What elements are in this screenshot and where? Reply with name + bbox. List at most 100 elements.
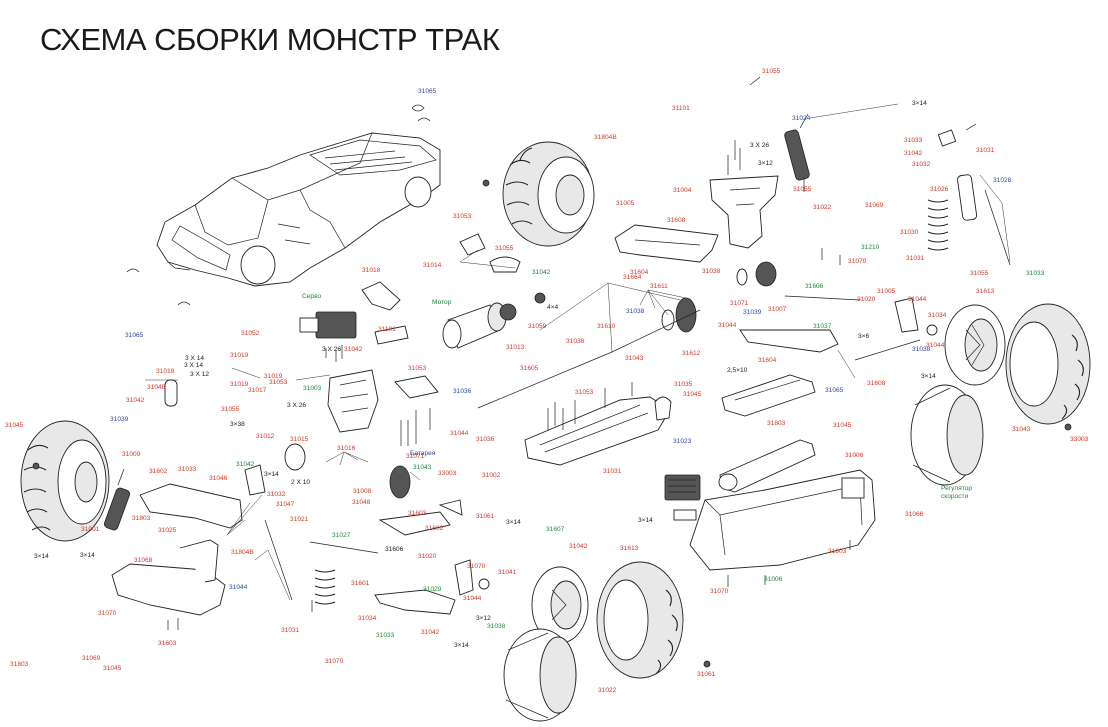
part-label: 3 X 26 <box>322 346 341 353</box>
part-label: 31045 <box>833 422 852 429</box>
part-label: 31803 <box>10 661 29 668</box>
part-label: 31803 <box>767 420 786 427</box>
part-label: 31042 <box>904 150 923 157</box>
part-label: 31016 <box>337 445 356 452</box>
body-shell-drawing <box>156 132 441 287</box>
part-label: 31026 <box>930 186 949 193</box>
part-label: 3×14 <box>34 553 49 560</box>
part-label: 3×14 <box>264 471 279 478</box>
part-label: 31055 <box>970 270 989 277</box>
part-label: 31065 <box>825 387 844 394</box>
part-label: 31055 <box>793 186 812 193</box>
part-label: 31604 <box>758 357 777 364</box>
part-label: 31023 <box>673 438 692 445</box>
center-chassis-drawing <box>524 396 672 466</box>
part-label: 31019 <box>156 368 175 375</box>
part-label: 3 X 14 <box>184 362 203 369</box>
part-label: 31031 <box>976 147 995 154</box>
part-label: 31041 <box>498 569 517 576</box>
servo-saver-drawing <box>164 281 409 407</box>
part-label: 31068 <box>134 557 153 564</box>
part-label: 31070 <box>848 258 867 265</box>
part-label: 31046 <box>209 475 228 482</box>
part-label: 31045 <box>683 391 702 398</box>
part-label: 31019 <box>230 352 249 359</box>
leader-lines <box>145 103 1011 601</box>
part-label: 31007 <box>768 306 787 313</box>
part-label: 31033 <box>178 466 197 473</box>
part-label: 31009 <box>122 451 141 458</box>
part-label: 31804B <box>231 549 254 556</box>
part-label: 31042 <box>236 461 255 468</box>
part-label: 31006 <box>845 452 864 459</box>
part-label: Батарея <box>410 450 436 457</box>
part-label: 31804B <box>594 134 617 141</box>
part-label: 31603 <box>158 640 177 647</box>
part-label: 31031 <box>603 468 622 475</box>
part-label: 31664 <box>623 274 642 281</box>
part-label: 31014 <box>423 262 442 269</box>
chassis-drawing <box>689 469 876 571</box>
diagram-title: СХЕМА СБОРКИ МОНСТР ТРАК <box>40 22 500 57</box>
right-shock-drawing <box>927 129 1011 266</box>
part-label: 31005 <box>616 200 635 207</box>
part-label: 31034 <box>358 615 377 622</box>
hub-drawing <box>244 297 938 596</box>
part-label: 31022 <box>813 204 832 211</box>
part-label: 31061 <box>697 671 716 678</box>
part-label: 31019 <box>264 373 283 380</box>
part-drawings <box>20 76 1091 722</box>
part-label: 31101 <box>672 105 690 112</box>
part-label: 31048 <box>147 384 166 391</box>
part-label: 2,5×10 <box>727 367 748 374</box>
part-label: 31611 <box>650 283 668 290</box>
part-label: 33003 <box>1070 436 1089 443</box>
part-label: 31035 <box>674 381 693 388</box>
part-label: 31059 <box>528 323 547 330</box>
part-label: 31027 <box>332 532 351 539</box>
part-label: 31044 <box>463 595 482 602</box>
part-label: 31031 <box>906 255 925 262</box>
part-label: 31803 <box>132 515 151 522</box>
part-label: 31038 <box>702 268 721 275</box>
part-label: 31018 <box>362 267 381 274</box>
part-label: 31061 <box>476 513 495 520</box>
part-label: 31025 <box>158 527 177 534</box>
tire-drawing-bottom <box>531 561 684 679</box>
front-bumper-drawing <box>111 539 226 616</box>
part-label: 3 X 14 <box>185 355 204 362</box>
part-label: 31034 <box>928 312 947 319</box>
part-label: 31042 <box>532 269 551 276</box>
screw-drawing <box>32 76 1072 668</box>
part-label: 31017 <box>248 387 267 394</box>
part-label: 31045 <box>5 422 24 429</box>
part-label: 31053 <box>269 379 288 386</box>
part-label: 31004 <box>673 187 692 194</box>
part-label: 31022 <box>598 687 617 694</box>
part-label: 31044 <box>908 296 927 303</box>
part-label: 31019 <box>230 381 249 388</box>
part-label: 31604 <box>630 269 649 276</box>
part-label: 31039 <box>743 309 762 316</box>
part-label: 31101 <box>378 326 396 333</box>
part-label: 31006 <box>764 576 783 583</box>
part-label: 31021 <box>290 516 309 523</box>
part-label: 31606 <box>385 546 404 553</box>
part-label: 31053 <box>453 213 472 220</box>
part-label: 31053 <box>408 365 427 372</box>
motor-drawing <box>442 292 546 349</box>
part-label: 31037 <box>813 323 832 330</box>
part-label: 31020 <box>418 553 437 560</box>
part-label: 31052 <box>241 330 260 337</box>
part-label: 31610 <box>597 323 616 330</box>
part-label: 31020 <box>857 296 876 303</box>
part-label: 31039 <box>110 416 129 423</box>
front-arm-drawing <box>139 483 456 615</box>
part-label: Мотор <box>432 299 452 306</box>
part-label: 31055 <box>762 68 781 75</box>
part-label: 31044 <box>229 584 248 591</box>
part-label: 31043 <box>625 355 644 362</box>
part-label: 31070 <box>467 563 486 570</box>
part-label: 31042 <box>421 629 440 636</box>
